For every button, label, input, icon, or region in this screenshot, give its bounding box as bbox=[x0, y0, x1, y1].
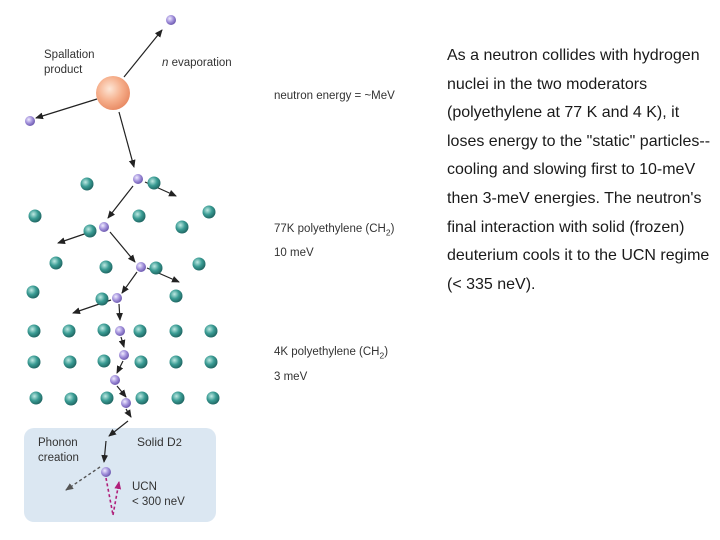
hydrogen-nucleus bbox=[169, 289, 183, 303]
hydrogen-nucleus bbox=[97, 323, 111, 337]
n-evaporation-label: n evaporation bbox=[162, 57, 232, 69]
solid-d2-label: Solid D2 bbox=[137, 435, 182, 449]
hydrogen-nucleus bbox=[29, 391, 43, 405]
neutron bbox=[101, 467, 111, 477]
phonon-creation-arrow bbox=[65, 466, 101, 491]
hydrogen-nucleus bbox=[97, 354, 111, 368]
hydrogen-nucleus bbox=[27, 324, 41, 338]
neutron-path-arrow bbox=[116, 385, 127, 398]
ucn-label: UCN < 300 neV bbox=[132, 481, 185, 508]
hydrogen-nucleus bbox=[95, 292, 109, 306]
hydrogen-nucleus bbox=[62, 324, 76, 338]
neutron bbox=[25, 116, 35, 126]
hydrogen-nucleus bbox=[26, 285, 40, 299]
neutron bbox=[166, 15, 176, 25]
explanation-text: As a neutron collides with hydrogen nucl… bbox=[447, 47, 711, 293]
neutron bbox=[119, 350, 129, 360]
ucn-arrow bbox=[105, 477, 114, 516]
neutron-path-arrow bbox=[124, 408, 132, 418]
hydrogen-nucleus bbox=[80, 177, 94, 191]
ucn-arrow bbox=[112, 481, 122, 516]
evaporation-arrow bbox=[123, 29, 163, 78]
hydrogen-nucleus bbox=[169, 355, 183, 369]
neutron bbox=[99, 222, 109, 232]
hydrogen-nucleus bbox=[192, 257, 206, 271]
hydrogen-nucleus bbox=[135, 391, 149, 405]
hydrogen-nucleus bbox=[28, 209, 42, 223]
neutron-path-arrow bbox=[116, 303, 123, 321]
hydrogen-nucleus bbox=[99, 260, 113, 274]
hydrogen-nucleus bbox=[83, 224, 97, 238]
phonon-creation-label: Phonon creation bbox=[38, 437, 79, 464]
neutron bbox=[115, 326, 125, 336]
spallation-nucleus bbox=[96, 76, 130, 110]
neutron-path-arrow bbox=[107, 185, 134, 219]
neutron bbox=[121, 398, 131, 408]
hydrogen-nucleus bbox=[175, 220, 189, 234]
hydrogen-nucleus bbox=[149, 261, 163, 275]
evaporation-arrow bbox=[35, 98, 98, 120]
hydrogen-nucleus bbox=[206, 391, 220, 405]
pe77-label: 77K polyethylene (CH2) bbox=[274, 223, 395, 238]
pe4-energy-label: 3 meV bbox=[274, 371, 308, 383]
neutron bbox=[112, 293, 122, 303]
hydrogen-nucleus bbox=[202, 205, 216, 219]
hydrogen-nucleus bbox=[204, 355, 218, 369]
hydrogen-nucleus bbox=[171, 391, 185, 405]
evaporation-arrow bbox=[118, 111, 136, 168]
neutron-energy-label: neutron energy = ~MeV bbox=[274, 90, 395, 102]
hydrogen-nucleus bbox=[49, 256, 63, 270]
hydrogen-nucleus bbox=[204, 324, 218, 338]
hydrogen-nucleus bbox=[27, 355, 41, 369]
neutrons bbox=[25, 15, 176, 477]
hydrogen-nucleus bbox=[63, 355, 77, 369]
hydrogen-nucleus bbox=[64, 392, 78, 406]
hydrogen-nucleus bbox=[147, 176, 161, 190]
pe77-energy-label: 10 meV bbox=[274, 247, 314, 259]
solid-d2-region bbox=[24, 428, 216, 522]
neutron-path-arrow bbox=[108, 420, 129, 437]
neutron-path-arrow bbox=[116, 360, 124, 374]
hydrogen-nucleus bbox=[134, 355, 148, 369]
neutron-path-arrow bbox=[109, 231, 136, 263]
neutron bbox=[133, 174, 143, 184]
hydrogen-nucleus bbox=[169, 324, 183, 338]
pe4-label: 4K polyethylene (CH2) bbox=[274, 346, 389, 361]
neutron-path-arrow bbox=[121, 271, 138, 294]
spallation-product-label: Spallation product bbox=[44, 49, 95, 76]
hydrogen-nucleus bbox=[133, 324, 147, 338]
hydrogen-nuclei bbox=[26, 176, 220, 406]
hydrogen-nucleus bbox=[132, 209, 146, 223]
hydrogen-nucleus bbox=[100, 391, 114, 405]
neutron-path-arrow bbox=[101, 440, 109, 463]
neutron bbox=[136, 262, 146, 272]
neutron bbox=[110, 375, 120, 385]
neutron-path-arrow bbox=[118, 336, 126, 348]
